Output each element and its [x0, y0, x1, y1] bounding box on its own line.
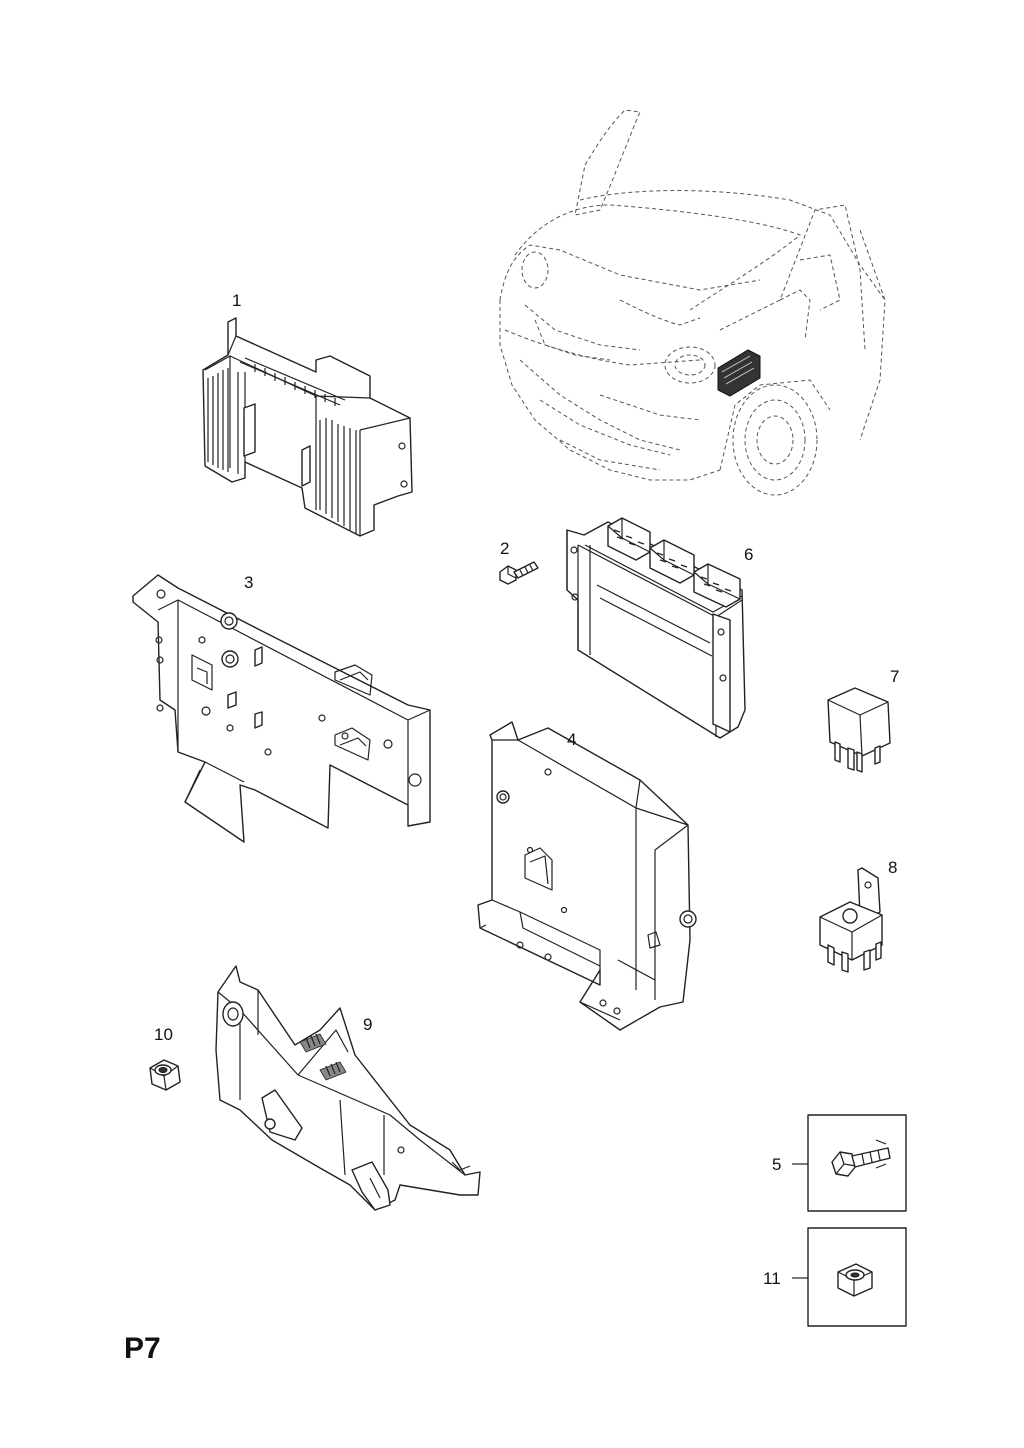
- control-module-icon: [202, 317, 413, 537]
- bolt-inset-box: [807, 1114, 907, 1212]
- callout-10: 10: [154, 1025, 173, 1044]
- bolt-icon: [499, 561, 539, 585]
- nut-icon: [149, 1059, 181, 1091]
- callout-4: 4: [567, 730, 576, 749]
- bracket-icon: [477, 721, 697, 1031]
- callout-9: 9: [363, 1015, 372, 1034]
- page-code: P7: [124, 1332, 161, 1365]
- callout-6: 6: [744, 545, 753, 564]
- relay-bracket-icon: [819, 867, 883, 973]
- stud-bracket-icon: [215, 965, 481, 1211]
- callout-7: 7: [890, 667, 899, 686]
- callout-3: 3: [244, 573, 253, 592]
- nut-inset-box: [807, 1227, 907, 1327]
- relay-icon: [827, 687, 891, 773]
- callout-5: 5: [772, 1155, 781, 1174]
- callout-8: 8: [888, 858, 897, 877]
- callout-11: 11: [763, 1269, 781, 1288]
- vehicle-front-view-icon: [499, 109, 886, 496]
- mounting-plate-icon: [132, 574, 431, 843]
- ecu-module-icon: [566, 517, 746, 739]
- callout-1: 1: [232, 291, 241, 310]
- callout-2: 2: [500, 539, 509, 558]
